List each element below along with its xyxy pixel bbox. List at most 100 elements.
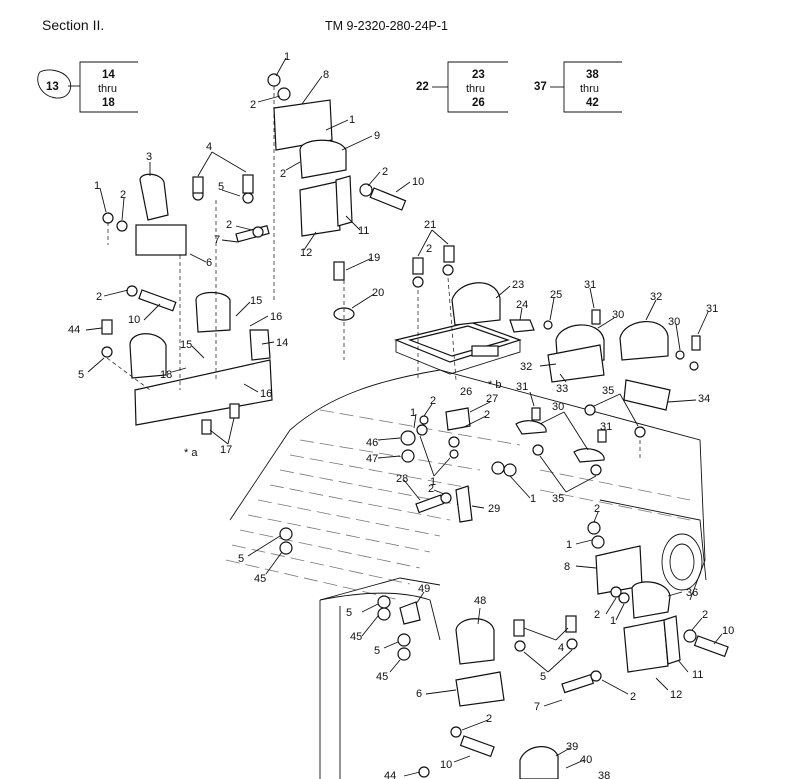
callout-label: 26 bbox=[460, 386, 472, 398]
callout-label: 2 bbox=[486, 713, 492, 725]
callout-label: 16 bbox=[260, 388, 272, 400]
callout-label: 30 bbox=[668, 316, 680, 328]
tm-number: TM 9-2320-280-24P-1 bbox=[325, 19, 448, 33]
mounting-plate bbox=[134, 359, 273, 426]
callout-13: 13 bbox=[46, 81, 59, 93]
callout-label: 2 bbox=[250, 99, 256, 111]
callout-label: 15 bbox=[250, 295, 262, 307]
clamp-23 bbox=[451, 282, 501, 326]
callout-label: 29 bbox=[488, 503, 500, 515]
callout-label: 16 bbox=[270, 311, 282, 323]
callout-label: 5 bbox=[238, 553, 244, 565]
callout-label: 31 bbox=[584, 279, 596, 291]
clamp-assembly-right[interactable] bbox=[515, 309, 701, 476]
callout-label: 2 bbox=[120, 189, 126, 201]
callout-label: * b bbox=[488, 379, 501, 391]
frame-assembly-center[interactable] bbox=[333, 245, 553, 381]
washer-5 bbox=[397, 633, 411, 647]
ref-bracket bbox=[79, 61, 138, 113]
ref-from: 38 bbox=[586, 69, 599, 81]
callout-22: 22 bbox=[416, 81, 429, 93]
callout-label: 2 bbox=[96, 291, 102, 303]
bracket-assembly-lower-right[interactable] bbox=[418, 521, 729, 779]
nut-1 bbox=[503, 463, 517, 477]
clamp-piece bbox=[471, 345, 499, 357]
callout-label: 2 bbox=[426, 243, 432, 255]
spacer-11 bbox=[335, 175, 353, 227]
washer-5c bbox=[101, 346, 113, 358]
bracket-12 bbox=[299, 181, 341, 237]
callout-label: 3 bbox=[146, 151, 152, 163]
callout-label: 2 bbox=[226, 219, 232, 231]
ref-box-37[interactable]: 37 38 thru 42 bbox=[534, 61, 622, 113]
callout-label: 23 bbox=[512, 279, 524, 291]
callout-label: 35 bbox=[602, 385, 614, 397]
washer-2 bbox=[450, 726, 462, 738]
clamp-32b bbox=[619, 321, 669, 361]
washer-2d bbox=[126, 285, 138, 297]
callout-label: 5 bbox=[540, 671, 546, 683]
callout-37: 37 bbox=[534, 81, 547, 93]
bolt-10 bbox=[693, 635, 729, 658]
callout-label: 5 bbox=[374, 645, 380, 657]
callout-label: 38 bbox=[598, 770, 610, 779]
callout-label: 2 bbox=[594, 503, 600, 515]
callout-labels: 1 2 8 1 9 2 2 10 11 12 3 4 1 2 5 2 7 6 2… bbox=[68, 51, 734, 779]
washer-5b bbox=[242, 192, 254, 204]
callout-label: 48 bbox=[474, 595, 486, 607]
callout-label: * a bbox=[184, 447, 198, 459]
callout-label: 2 bbox=[484, 409, 490, 421]
callout-label: 31 bbox=[600, 421, 612, 433]
bolt-10 bbox=[369, 187, 407, 211]
callout-label: 10 bbox=[440, 759, 452, 771]
clamp-9 bbox=[299, 139, 347, 179]
callout-label: 39 bbox=[566, 741, 578, 753]
washer-47 bbox=[401, 449, 415, 463]
washer-2 bbox=[618, 592, 630, 604]
spacer-11 bbox=[663, 615, 681, 665]
callout-label: 7 bbox=[534, 701, 540, 713]
bolt-4 bbox=[513, 619, 525, 637]
leader-lines bbox=[85, 57, 723, 777]
callout-label: 6 bbox=[206, 257, 212, 269]
washer-2b bbox=[442, 264, 454, 276]
callout-label: 27 bbox=[486, 393, 498, 405]
callout-label: 45 bbox=[376, 671, 388, 683]
bolt-19 bbox=[333, 261, 345, 281]
nut-1 bbox=[587, 521, 601, 535]
callout-label: 2 bbox=[428, 483, 434, 495]
screw-31c bbox=[531, 407, 541, 421]
clip-49 bbox=[399, 601, 421, 625]
callout-label: 11 bbox=[692, 669, 703, 681]
washer-30 bbox=[675, 350, 685, 360]
bracket-14 bbox=[249, 329, 271, 361]
bracket-6 bbox=[455, 671, 505, 707]
washer-2 bbox=[590, 670, 602, 682]
bolt-4b bbox=[565, 615, 577, 633]
block-27 bbox=[445, 407, 471, 431]
screw-31b bbox=[691, 335, 701, 351]
nut-1 bbox=[449, 449, 459, 459]
callout-label: 17 bbox=[220, 444, 232, 456]
ref-box-22[interactable]: 22 23 thru 26 bbox=[416, 61, 508, 113]
callout-label: 30 bbox=[612, 309, 624, 321]
callout-label: 1 bbox=[610, 615, 616, 627]
nut-45 bbox=[279, 541, 293, 555]
callout-label: 1 bbox=[284, 51, 290, 63]
bracket-assembly-upper-center[interactable] bbox=[267, 73, 407, 300]
callout-label: 49 bbox=[418, 583, 430, 595]
bracket-assembly-upper-left[interactable] bbox=[101, 173, 273, 435]
nut-1 bbox=[610, 586, 622, 598]
bracket-6 bbox=[135, 224, 187, 256]
callout-label: 2 bbox=[430, 395, 436, 407]
ref-box-13[interactable]: 13 14 thru 18 bbox=[37, 61, 138, 113]
callout-label: 44 bbox=[68, 324, 80, 336]
section-label: Section II. bbox=[42, 17, 105, 33]
callout-label: 31 bbox=[706, 303, 718, 315]
screw-17b bbox=[201, 419, 212, 435]
washer-2 bbox=[440, 492, 452, 504]
hardware-lower-left[interactable] bbox=[319, 592, 441, 661]
bracket-8 bbox=[273, 99, 333, 151]
washer-2 bbox=[277, 87, 291, 101]
